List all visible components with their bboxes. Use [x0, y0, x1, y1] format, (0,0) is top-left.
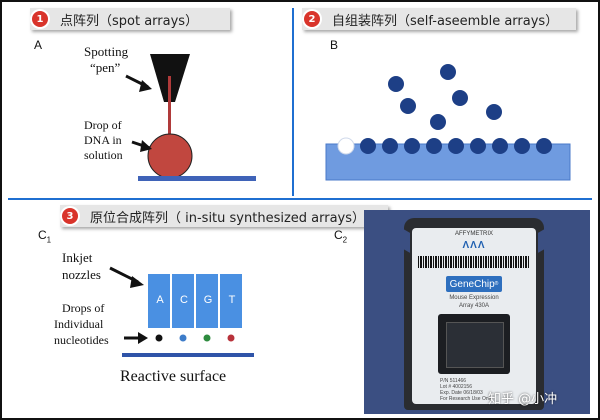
self-assembly-surface — [325, 143, 571, 181]
ruo-text: For Research Use Only — [440, 396, 493, 402]
panel-b-letter: B — [330, 38, 339, 52]
section2-badge: 2 — [304, 11, 320, 27]
inkjet-label-line2: nozzles — [62, 267, 101, 282]
section1-label: 点阵列（spot arrays） — [30, 8, 230, 30]
bound-bead — [448, 138, 464, 154]
bound-bead — [492, 138, 508, 154]
cartridge-notch-right — [538, 227, 548, 253]
panel-c1-sub: 1 — [46, 235, 52, 245]
nozzle-a — [148, 274, 170, 328]
panel-c2-letter: C2 — [334, 228, 347, 244]
section2-title: 自组装阵列（self-aseemble arrays） — [332, 13, 559, 29]
reactive-surface-bar — [122, 353, 254, 357]
chip-title: GeneChip — [449, 278, 495, 290]
panel-c1-main: C — [38, 228, 47, 242]
free-bead — [388, 76, 404, 92]
panel-a-diagram — [125, 54, 256, 181]
nozzle-label-g: G — [203, 294, 213, 306]
free-bead — [452, 90, 468, 106]
genechip-cartridge: AFFYMETRIX ΛΛΛ GeneChip® Mouse Expressio… — [400, 218, 548, 410]
chip-line2: Array 430A — [458, 303, 489, 309]
affymetrix-logo: ΛΛΛ — [462, 240, 486, 251]
free-bead — [486, 104, 502, 120]
drop-a — [155, 334, 163, 342]
bound-bead — [536, 138, 552, 154]
panel-c1-letter: C1 — [38, 228, 51, 244]
nozzle-g — [196, 274, 218, 328]
drop-c — [179, 334, 187, 342]
nozzle-label-a: A — [156, 294, 164, 306]
nozzle-c — [172, 274, 194, 328]
nozzle-t — [220, 274, 242, 328]
vertical-divider — [292, 8, 294, 196]
pn-row: P/N 511466 — [440, 378, 530, 384]
bound-bead — [470, 138, 486, 154]
exp-row: Exp. Date 06/18/03 — [440, 390, 530, 396]
drops-label-line2: Individual — [54, 317, 104, 331]
dna-drop — [147, 133, 193, 179]
pen-arrow-head — [139, 80, 152, 92]
barcode — [418, 256, 530, 268]
genechip-photo: AFFYMETRIX ΛΛΛ GeneChip® Mouse Expressio… — [364, 210, 590, 414]
drops-label-line1: Drops of — [62, 301, 105, 315]
brand-text: AFFYMETRIX — [454, 231, 493, 237]
drop-label-line2: DNA in — [84, 133, 122, 147]
drop-label-line1: Drop of — [84, 118, 122, 132]
panel-b-diagram — [325, 64, 571, 181]
drops-label-line3: nucleotides — [54, 333, 109, 347]
bead-white — [337, 137, 355, 155]
inkjet-label-line1: Inkjet — [62, 250, 93, 265]
cartridge-label: AFFYMETRIX ΛΛΛ GeneChip® Mouse Expressio… — [412, 228, 536, 404]
chip-info: P/N 511466 Lot # 4002156 Exp. Date 06/18… — [440, 378, 530, 402]
lot-label: Lot # — [440, 384, 452, 390]
free-bead — [440, 64, 456, 80]
drop-arrow-head — [140, 140, 152, 152]
chip-line1: Mouse Expression — [449, 295, 499, 301]
section2-label: 自组装阵列（self-aseemble arrays） — [302, 8, 576, 30]
pen-capillary — [168, 76, 171, 150]
cartridge-notch-left — [400, 227, 410, 253]
reactive-surface-label: Reactive surface — [120, 368, 227, 385]
horizontal-divider — [8, 198, 592, 200]
chip-reg: ® — [494, 281, 499, 287]
substrate-slide — [138, 176, 256, 181]
nozzle-label-c: C — [180, 294, 188, 306]
pen-label: “pen” — [90, 60, 121, 75]
section1-title: 点阵列（spot arrays） — [60, 13, 199, 29]
exp-value: 06/18/03 — [463, 390, 483, 396]
panel-a-letter: A — [34, 38, 43, 52]
panel-c2-main: C — [334, 228, 343, 242]
section3-title: 原位合成阵列（ in-situ synthesized arrays） — [90, 210, 366, 226]
nozzle-labels: A C G T — [148, 294, 244, 306]
watermark: 知乎 @小冲 — [488, 392, 558, 407]
chip-title-badge: GeneChip® — [446, 276, 502, 292]
drops-arrow-head — [138, 332, 148, 344]
bound-bead — [426, 138, 442, 154]
section3-badge: 3 — [62, 208, 78, 224]
bound-bead — [360, 138, 376, 154]
pn-value: 511466 — [449, 378, 467, 384]
drop-g — [203, 334, 211, 342]
probe-array-glass — [446, 322, 504, 368]
exp-label: Exp. Date — [440, 390, 462, 396]
nozzle-label-t: T — [228, 294, 236, 306]
bound-bead — [404, 138, 420, 154]
free-bead — [400, 98, 416, 114]
pn-label: P/N — [440, 378, 449, 384]
bound-bead — [514, 138, 530, 154]
free-bead — [430, 114, 446, 130]
lot-value: 4002156 — [452, 384, 472, 390]
section3-label: 原位合成阵列（ in-situ synthesized arrays） — [60, 205, 388, 227]
panel-c1-diagram — [109, 266, 254, 357]
panel-c2-sub: 2 — [342, 235, 348, 245]
bound-bead — [382, 138, 398, 154]
probe-array-window — [438, 314, 510, 374]
drop-label-line3: solution — [84, 148, 123, 162]
inkjet-arrow-head — [130, 276, 144, 288]
drop-t — [227, 334, 235, 342]
lot-row: Lot # 4002156 — [440, 384, 530, 390]
spotting-label: Spotting — [84, 44, 129, 59]
section1-badge: 1 — [32, 11, 48, 27]
